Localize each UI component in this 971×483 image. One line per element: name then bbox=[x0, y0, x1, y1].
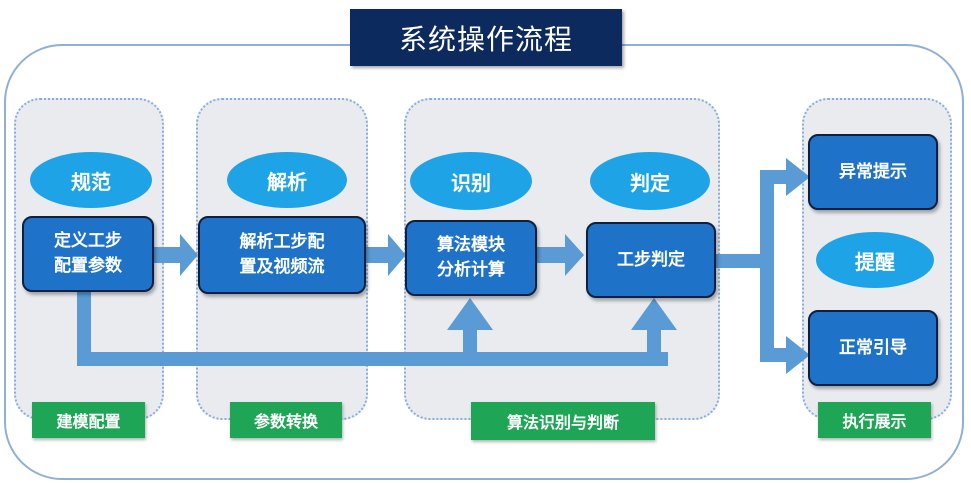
arrow-to-normal bbox=[786, 336, 810, 374]
arrow-right-3 bbox=[534, 234, 584, 276]
box-define-steps: 定义工步 配置参数 bbox=[22, 216, 154, 292]
tag-algorithm-recognition: 算法识别与判断 bbox=[471, 402, 655, 440]
feedback-line-down bbox=[77, 290, 91, 364]
box-parse-config: 解析工步配 置及视频流 bbox=[198, 216, 366, 294]
feedback-line-bottom bbox=[77, 352, 668, 366]
bubble-remind: 提醒 bbox=[816, 232, 934, 288]
bubble-recognize: 识别 bbox=[410, 152, 532, 210]
diagram-title: 系统操作流程 bbox=[350, 9, 622, 66]
bubble-judge: 判定 bbox=[590, 152, 710, 210]
output-bottom-branch bbox=[760, 348, 790, 362]
box-step-judgement: 工步判定 bbox=[586, 222, 716, 298]
output-vertical bbox=[760, 170, 774, 362]
output-top-branch bbox=[760, 170, 790, 184]
arrow-right-1 bbox=[152, 234, 198, 276]
tag-parameter-conversion: 参数转换 bbox=[230, 402, 342, 438]
arrow-to-abnormal bbox=[786, 158, 810, 196]
bubble-parse: 解析 bbox=[227, 152, 347, 208]
box-abnormal-alert: 异常提示 bbox=[808, 134, 938, 210]
arrow-up-1 bbox=[447, 298, 493, 330]
tag-modeling-config: 建模配置 bbox=[32, 402, 145, 438]
tag-execution-display: 执行展示 bbox=[818, 402, 931, 438]
arrow-right-2 bbox=[365, 234, 406, 276]
output-trunk bbox=[715, 254, 767, 268]
bubble-standard: 规范 bbox=[30, 152, 152, 208]
box-normal-guidance: 正常引导 bbox=[808, 310, 938, 386]
box-algorithm-module: 算法模块 分析计算 bbox=[405, 220, 537, 296]
arrow-up-2 bbox=[631, 298, 677, 330]
